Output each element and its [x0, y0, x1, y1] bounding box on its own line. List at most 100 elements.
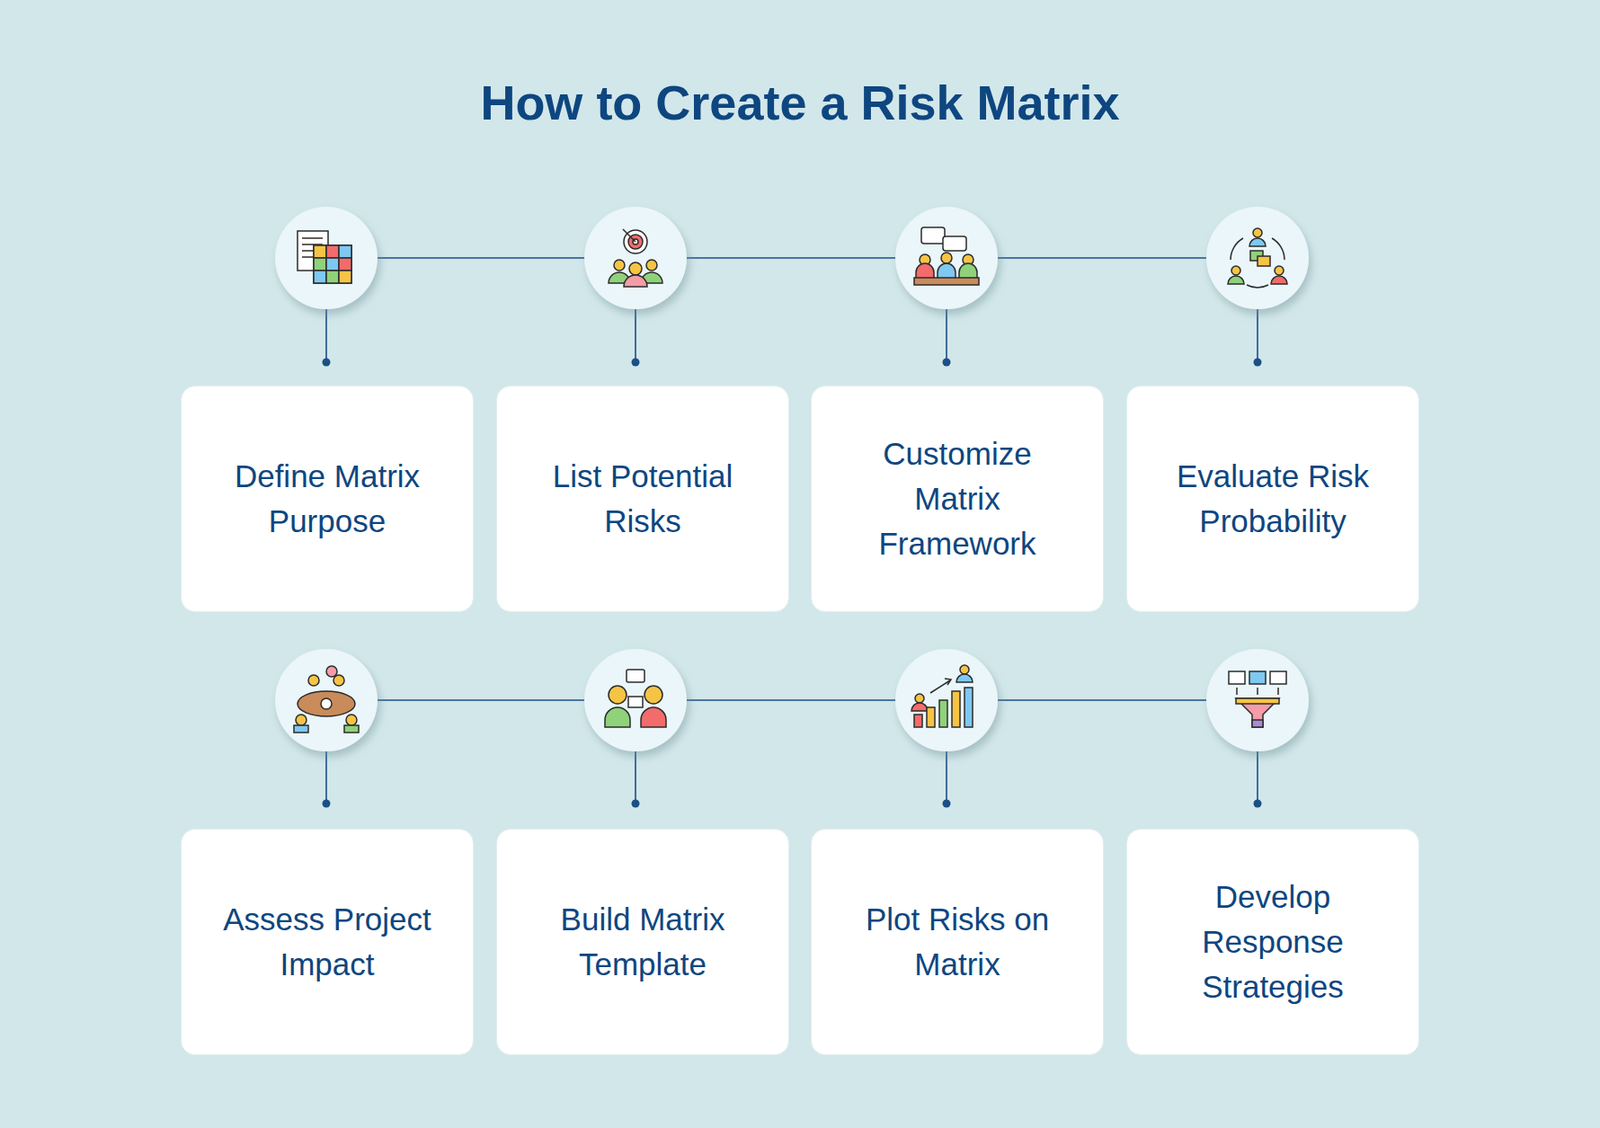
icon-circle: [895, 648, 998, 752]
icon-part: [623, 230, 648, 254]
drop-line: [634, 305, 637, 363]
icon-part: [333, 675, 345, 686]
drop-line: [634, 747, 637, 804]
process-box: Plot Risks on Matrix: [810, 828, 1104, 1056]
step-label: List Potential Risks: [531, 453, 755, 544]
icon-part: [914, 714, 923, 728]
dot: [631, 358, 640, 367]
icon-part: [346, 714, 357, 726]
icon-part: [313, 257, 327, 271]
dot: [1253, 358, 1263, 367]
dot: [1253, 800, 1263, 809]
icon-part: [313, 270, 327, 284]
process-box: Evaluate Risk Probability: [1126, 385, 1420, 613]
conversation-icon: [604, 669, 667, 728]
icon-part: [1231, 266, 1241, 276]
icon-part: [1249, 238, 1266, 247]
icon-part: [1249, 671, 1266, 685]
dot: [942, 800, 952, 809]
icon-part: [640, 707, 667, 728]
icon-part: [1274, 266, 1284, 276]
timeline-line: [326, 257, 1258, 259]
icon-circle: [275, 648, 378, 752]
icon-part: [911, 702, 928, 712]
icon-part: [338, 270, 352, 284]
icon-part: [326, 270, 339, 284]
icon-part: [951, 691, 960, 728]
cycle-team-icon: [1227, 228, 1288, 288]
icon-part: [338, 245, 352, 258]
icon-part: [1253, 228, 1263, 238]
icon-part: [941, 252, 952, 264]
timeline-line: [326, 699, 1258, 702]
icon-part: [1246, 284, 1269, 288]
icon-circle: [584, 648, 687, 752]
process-box: Define Matrix Purpose: [180, 385, 474, 613]
round-table-icon: [293, 666, 359, 733]
step-label: Define Matrix Purpose: [215, 453, 439, 544]
icon-part: [608, 685, 627, 704]
icon-part: [921, 227, 945, 244]
icon-part: [1271, 275, 1288, 285]
icon-part: [297, 231, 329, 271]
icon-part: [1235, 698, 1280, 728]
diagram-title: How to Create a Risk Matrix: [0, 68, 1600, 137]
icon-part: [295, 714, 307, 726]
icon-part: [1228, 671, 1245, 685]
icon-part: [1227, 275, 1245, 285]
drop-line: [1256, 305, 1259, 363]
icon-part: [297, 691, 356, 717]
drop-line: [325, 747, 328, 804]
step-label: Build Matrix Template: [531, 897, 755, 987]
icon-part: [1235, 687, 1238, 695]
icon-part: [344, 725, 359, 733]
icon-part: [914, 277, 979, 285]
icon-part: [604, 707, 631, 728]
icon-part: [942, 236, 967, 251]
icon-circle: [1206, 206, 1309, 310]
drop-line: [945, 305, 948, 363]
funnel-icon: [1228, 671, 1287, 728]
icon-part: [915, 693, 925, 703]
icon-part: [326, 257, 339, 271]
step-label: Customize Matrix Framework: [845, 431, 1069, 567]
drop-line: [325, 305, 328, 363]
process-box: Develop Response Strategies: [1126, 828, 1420, 1056]
icon-part: [944, 678, 952, 685]
icon-part: [326, 245, 339, 258]
icon-part: [1256, 687, 1259, 695]
process-box: List Potential Risks: [496, 385, 790, 613]
icon-part: [623, 275, 648, 287]
icon-part: [644, 685, 663, 704]
icon-part: [338, 257, 352, 271]
target-team-icon: [608, 229, 663, 287]
dot: [322, 800, 331, 809]
icon-part: [626, 669, 645, 683]
icon-part: [964, 687, 973, 728]
drop-line: [1256, 747, 1259, 804]
icon-part: [313, 245, 352, 284]
document-grid-icon: [297, 231, 352, 284]
icon-circle: [584, 206, 687, 310]
icon-part: [622, 229, 636, 242]
step-label: Evaluate Risk Probability: [1161, 453, 1385, 544]
dot: [322, 358, 331, 367]
icon-part: [926, 707, 935, 728]
icon-part: [930, 680, 951, 694]
process-box: Customize Matrix Framework: [810, 385, 1104, 613]
icon-part: [629, 262, 642, 276]
icon-part: [302, 237, 323, 240]
icon-part: [293, 725, 309, 733]
drop-line: [945, 747, 948, 804]
dot: [942, 358, 952, 367]
icon-part: [1271, 238, 1285, 260]
icon-part: [308, 675, 320, 686]
dot: [631, 800, 640, 809]
icon-part: [939, 700, 948, 728]
icon-part: [326, 666, 338, 677]
meeting-icon: [914, 227, 979, 285]
icon-part: [1252, 720, 1263, 728]
step-label: Assess Project Impact: [215, 897, 439, 987]
icon-circle: [895, 206, 998, 310]
